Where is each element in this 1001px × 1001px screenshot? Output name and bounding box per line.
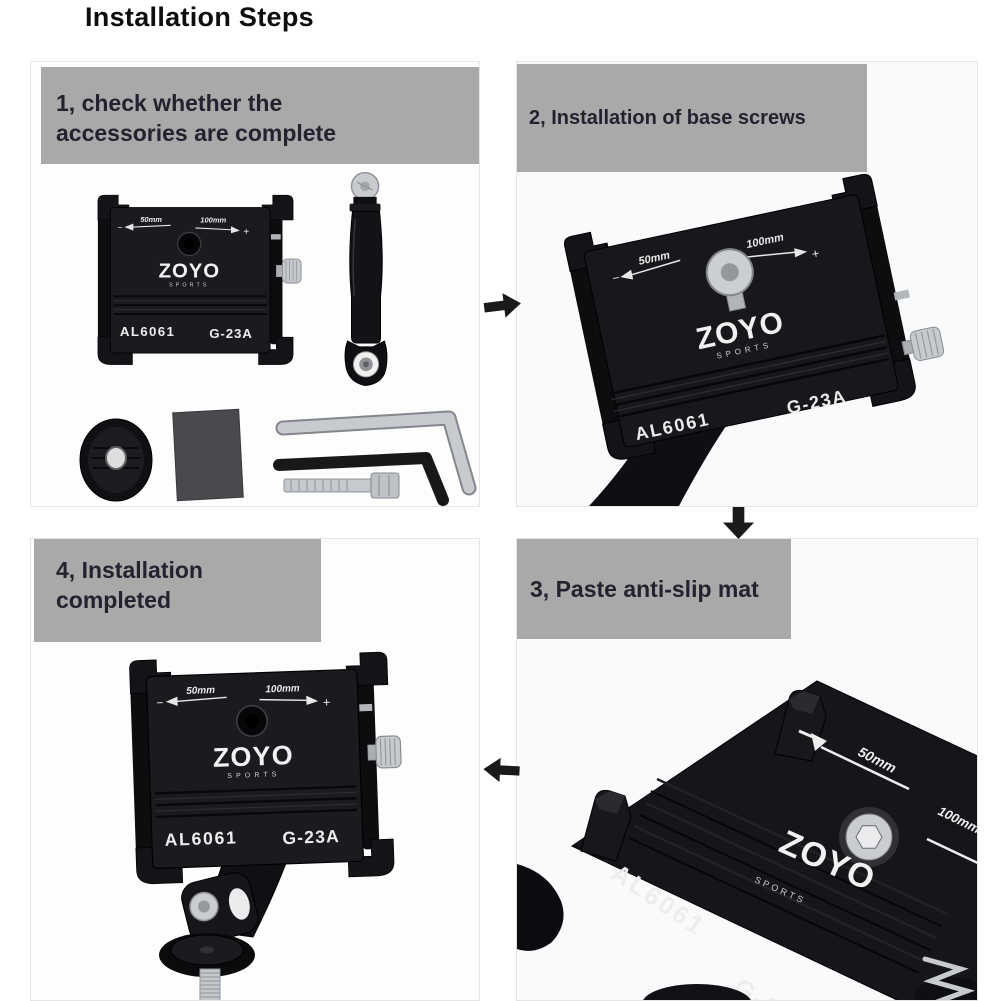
- tension-knob: [901, 326, 945, 361]
- silver-allen-wrench: [275, 410, 477, 496]
- step3-label-line1: 3, Paste anti-slip mat: [530, 575, 759, 602]
- arm-neck: [353, 196, 377, 206]
- hinge-window: [228, 888, 250, 920]
- scale-arrow-right-icon: [794, 248, 808, 258]
- threaded-rod: [199, 968, 221, 1000]
- page-title: Installation Steps: [85, 2, 314, 32]
- step4-panel: 4, Installation completed: [30, 538, 480, 1001]
- arm-body: [349, 210, 383, 344]
- mount-front-view: [98, 195, 301, 365]
- spring: [915, 956, 977, 1000]
- hex-socket-screw: [839, 807, 899, 867]
- base-disc: [159, 933, 255, 977]
- step1-accessories-photo: [79, 408, 477, 506]
- step4-label-line1: 4, Installation: [56, 557, 203, 583]
- step3-to-step4-arrow-icon: [481, 756, 520, 784]
- mount-plate: [583, 194, 899, 448]
- step1-mount-photo: [89, 188, 302, 370]
- scale-minus: −: [611, 270, 621, 285]
- side-pin: [893, 289, 910, 301]
- scale-arrow-left-icon: [620, 269, 634, 280]
- step1-to-step2-arrow-icon: [482, 290, 523, 321]
- step4-label-banner: 4, Installation completed: [34, 539, 321, 642]
- base-piece: [643, 984, 751, 1000]
- step2-label-banner: 2, Installation of base screws: [517, 64, 867, 172]
- round-base-disc: [79, 418, 153, 502]
- step4-label-line2: completed: [56, 587, 172, 613]
- step2-to-step3-arrow-icon: [722, 506, 755, 541]
- scale-plus: +: [810, 245, 821, 261]
- step1-label-line2: accessories are complete: [56, 120, 337, 146]
- step1-label-line1: 1, check whether the: [56, 90, 283, 116]
- step3-closeup-photo: 50mm 100mm ZOYO SPORTS AL6061 G-23A: [517, 680, 977, 1000]
- bottom-left-hook: [517, 864, 564, 951]
- hex-bolt: [283, 472, 400, 499]
- hinge-joint: [181, 872, 259, 960]
- left-claw: [580, 789, 632, 862]
- black-allen-wrench: [273, 452, 449, 506]
- step2-panel: 2, Installation of base screws − 50mm 10…: [516, 61, 978, 507]
- step3-label-banner: 3, Paste anti-slip mat: [517, 539, 791, 639]
- top-claw: [774, 689, 827, 762]
- scale-arrow-left-icon: [811, 733, 827, 751]
- plate-grooves: [628, 777, 948, 974]
- plate-grooves: [610, 334, 890, 419]
- base-screw: [705, 248, 754, 312]
- step3-panel: 3, Paste anti-slip mat 50mm: [516, 538, 978, 1001]
- step1-panel: 1, check whether the accessories are com…: [30, 61, 480, 507]
- step2-label-line1: 2, Installation of base screws: [529, 106, 806, 129]
- step2-mount-photo: − 50mm 100mm + ZOYO SPORTS: [563, 174, 945, 506]
- step1-label-banner: 1, check whether the accessories are com…: [41, 67, 479, 164]
- anti-slip-mat: [172, 408, 244, 502]
- mount-plate-angled: − 50mm 100mm + ZOYO SPORTS: [563, 174, 945, 460]
- step4-assembled-photo: [128, 650, 407, 1000]
- mount-front-view: [128, 650, 407, 886]
- mount-plate-closeup: [570, 680, 977, 1000]
- step1-bracket-arm-photo: [344, 171, 388, 387]
